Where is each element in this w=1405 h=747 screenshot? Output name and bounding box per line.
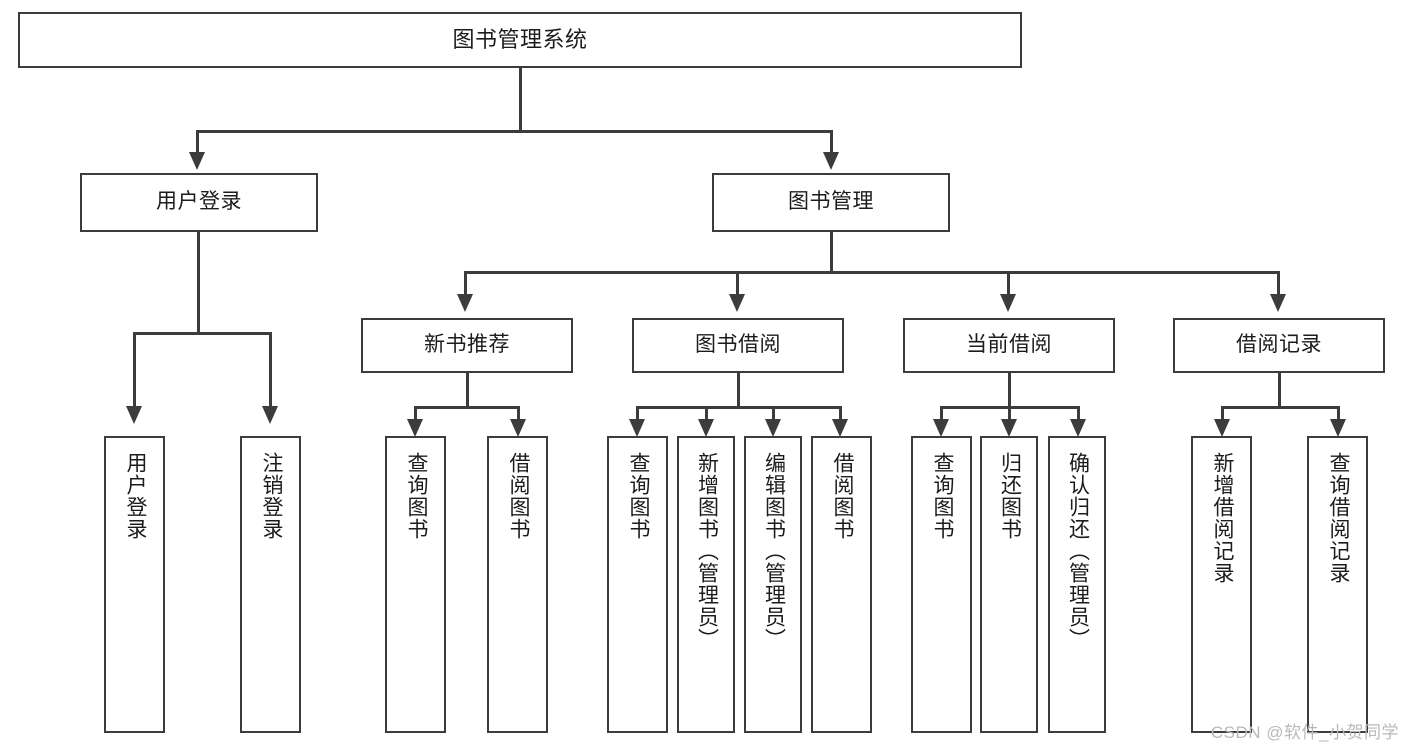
edge-login-bar	[133, 332, 272, 335]
node-label: 查询图书	[626, 452, 650, 540]
node-label: 确认归还（管理员）	[1066, 452, 1090, 650]
edge-books-bar	[464, 271, 1280, 274]
leaf-logout[interactable]: 注销登录	[240, 436, 301, 733]
arrow-current-to-l3	[1070, 419, 1086, 437]
edge-record-to-l1	[1221, 406, 1224, 422]
node-user-login[interactable]: 用户登录	[80, 173, 318, 232]
node-label: 图书管理	[788, 190, 874, 214]
node-current-borrow[interactable]: 当前借阅	[903, 318, 1115, 373]
arrow-recommend-to-l2	[510, 419, 526, 437]
edge-root-stem	[519, 68, 522, 132]
leaf-add-borrow-record[interactable]: 新增借阅记录	[1191, 436, 1252, 733]
edge-borrow-to-l1	[636, 406, 639, 422]
edge-books-to-c4	[1277, 271, 1280, 297]
arrow-root-to-login	[189, 152, 205, 170]
arrow-current-to-l1	[933, 419, 949, 437]
node-label: 用户登录	[123, 452, 147, 540]
edge-current-to-l2	[1008, 406, 1011, 422]
edge-books-stem	[830, 232, 833, 274]
leaf-borrow-book-recommend[interactable]: 借阅图书	[487, 436, 548, 733]
edge-books-to-c2	[736, 271, 739, 297]
edge-current-stem	[1008, 373, 1011, 408]
arrow-books-to-c2	[729, 294, 745, 312]
leaf-query-book-recommend[interactable]: 查询图书	[385, 436, 446, 733]
edge-login-stem	[197, 232, 200, 334]
edge-borrow-bar	[636, 406, 842, 409]
node-label: 图书借阅	[695, 333, 781, 357]
arrow-borrow-to-l1	[629, 419, 645, 437]
node-label: 借阅图书	[830, 452, 854, 540]
arrow-root-to-books	[823, 152, 839, 170]
arrow-record-to-l1	[1214, 419, 1230, 437]
node-label: 新增图书（管理员）	[695, 452, 719, 650]
arrow-record-to-l2	[1330, 419, 1346, 437]
node-book-management[interactable]: 图书管理	[712, 173, 950, 232]
edge-recommend-stem	[466, 373, 469, 408]
node-label: 当前借阅	[966, 333, 1052, 357]
edge-borrow-stem	[737, 373, 740, 408]
edge-login-to-leaf2	[269, 332, 272, 408]
edge-record-stem	[1278, 373, 1281, 408]
node-label: 借阅图书	[506, 452, 530, 540]
edge-borrow-to-l2	[705, 406, 708, 422]
edge-record-bar	[1221, 406, 1340, 409]
node-label: 编辑图书（管理员）	[762, 452, 786, 650]
leaf-confirm-return-admin[interactable]: 确认归还（管理员）	[1048, 436, 1106, 733]
arrow-recommend-to-l1	[407, 419, 423, 437]
leaf-query-book-borrow[interactable]: 查询图书	[607, 436, 668, 733]
edge-recommend-to-l1	[414, 406, 417, 422]
arrow-borrow-to-l3	[765, 419, 781, 437]
arrow-books-to-c3	[1000, 294, 1016, 312]
leaf-query-borrow-record[interactable]: 查询借阅记录	[1307, 436, 1368, 733]
edge-borrow-to-l3	[772, 406, 775, 422]
node-label: 新书推荐	[424, 333, 510, 357]
node-label: 归还图书	[998, 452, 1022, 540]
edge-books-to-c1	[464, 271, 467, 297]
arrow-login-to-leaf2	[262, 406, 278, 424]
leaf-query-book-current[interactable]: 查询图书	[911, 436, 972, 733]
node-label: 图书管理系统	[452, 27, 588, 53]
node-label: 借阅记录	[1236, 333, 1322, 357]
arrow-login-to-leaf1	[126, 406, 142, 424]
node-label: 新增借阅记录	[1210, 452, 1234, 584]
arrow-borrow-to-l4	[832, 419, 848, 437]
node-new-book-recommend[interactable]: 新书推荐	[361, 318, 573, 373]
node-label: 查询借阅记录	[1326, 452, 1350, 584]
edge-current-to-l3	[1077, 406, 1080, 422]
edge-root-bar	[196, 130, 833, 133]
node-root-system[interactable]: 图书管理系统	[18, 12, 1022, 68]
node-label: 注销登录	[259, 452, 283, 540]
node-label: 查询图书	[404, 452, 428, 540]
edge-recommend-to-l2	[517, 406, 520, 422]
edge-root-to-login	[196, 130, 199, 154]
arrow-books-to-c4	[1270, 294, 1286, 312]
edge-recommend-bar	[414, 406, 520, 409]
node-label: 用户登录	[156, 190, 242, 214]
leaf-return-book[interactable]: 归还图书	[980, 436, 1038, 733]
node-book-borrow[interactable]: 图书借阅	[632, 318, 844, 373]
arrow-borrow-to-l2	[698, 419, 714, 437]
leaf-borrow-book[interactable]: 借阅图书	[811, 436, 872, 733]
edge-login-to-leaf1	[133, 332, 136, 408]
edge-borrow-to-l4	[839, 406, 842, 422]
edge-root-to-books	[830, 130, 833, 154]
edge-current-to-l1	[940, 406, 943, 422]
arrow-current-to-l2	[1001, 419, 1017, 437]
leaf-add-book-admin[interactable]: 新增图书（管理员）	[677, 436, 735, 733]
arrow-books-to-c1	[457, 294, 473, 312]
leaf-edit-book-admin[interactable]: 编辑图书（管理员）	[744, 436, 802, 733]
node-label: 查询图书	[930, 452, 954, 540]
edge-record-to-l2	[1337, 406, 1340, 422]
leaf-user-login[interactable]: 用户登录	[104, 436, 165, 733]
edge-books-to-c3	[1007, 271, 1010, 297]
node-borrow-record[interactable]: 借阅记录	[1173, 318, 1385, 373]
